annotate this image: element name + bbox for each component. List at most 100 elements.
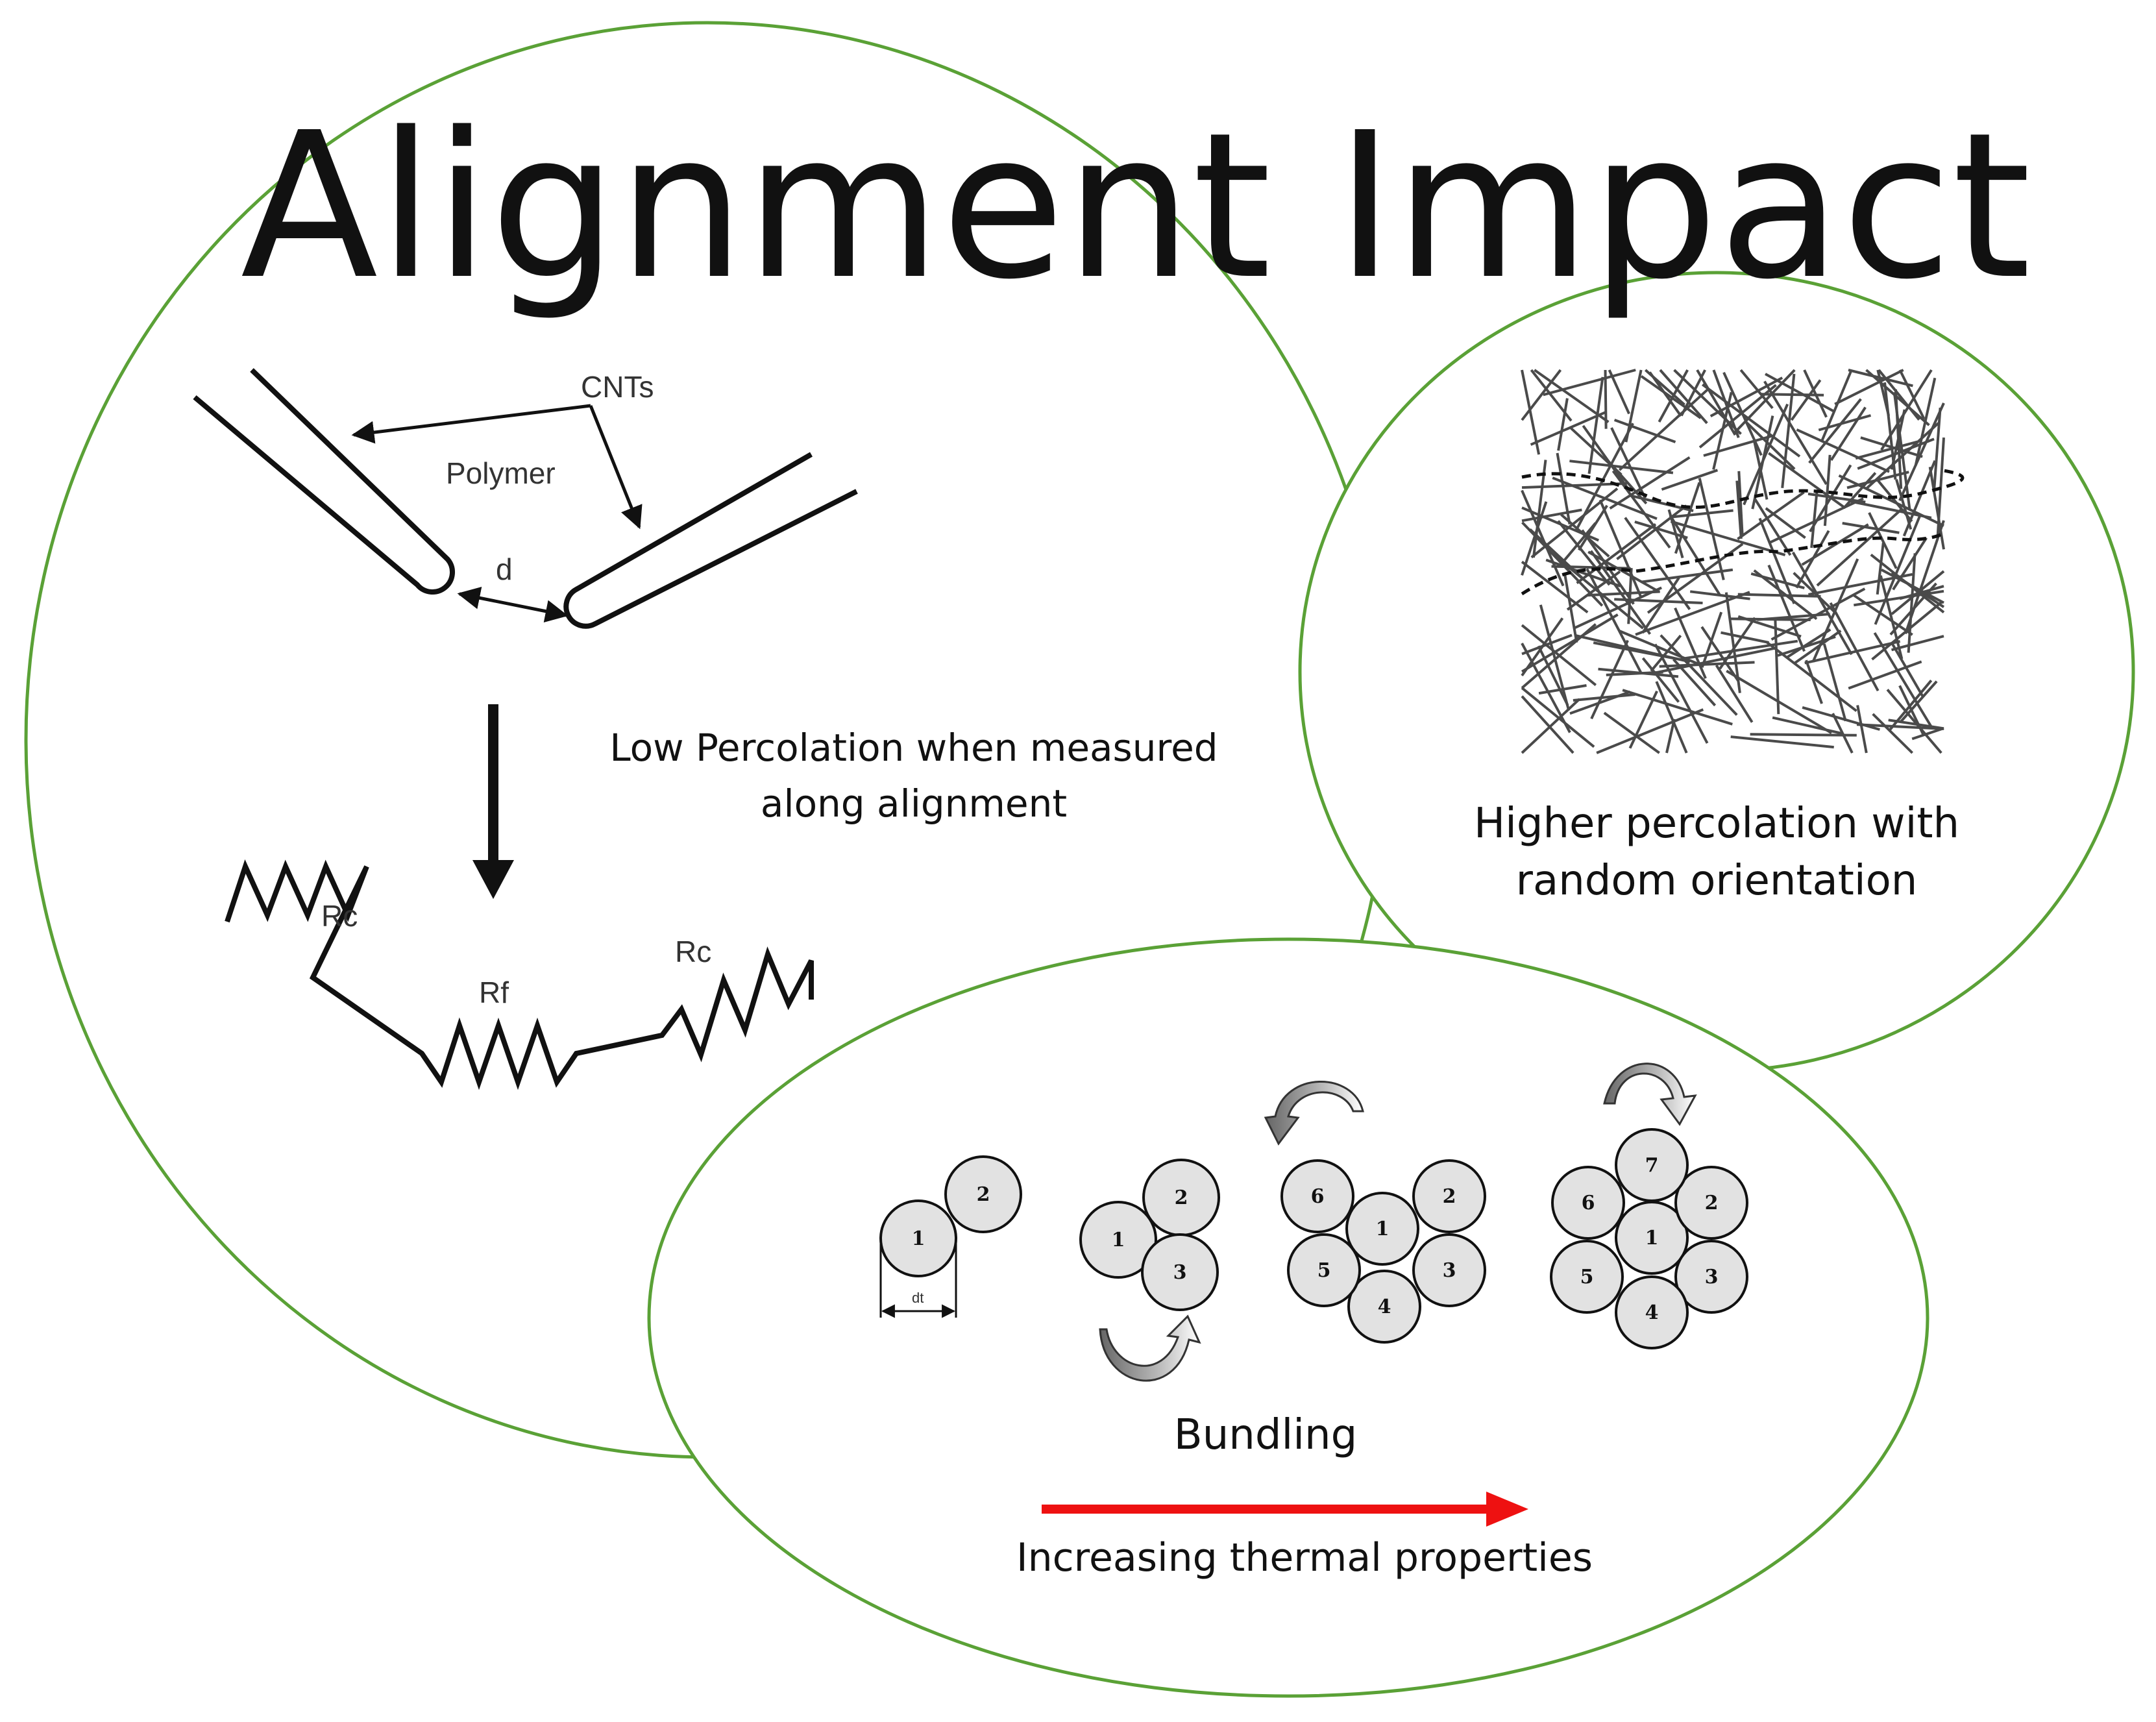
nanotube-number: 5 — [1580, 1266, 1594, 1288]
fiber-segment — [1521, 501, 1548, 576]
nanotube-number: 2 — [1705, 1192, 1719, 1214]
fiber-segment — [1539, 604, 1571, 711]
fiber-segment — [1598, 667, 1679, 678]
fiber-segment — [1822, 643, 1847, 722]
fiber-segment — [1730, 735, 1834, 749]
nanotube-number: 1 — [1376, 1218, 1390, 1240]
nanotube-circle — [1287, 1233, 1361, 1307]
bundle-stage2: 123 — [1079, 1159, 1220, 1311]
fiber-segment — [1590, 639, 1629, 720]
fiber-segment — [1737, 491, 1805, 541]
fiber-segment — [1842, 522, 1900, 534]
fiber-segment — [1891, 635, 1944, 652]
fiber-segment — [1865, 369, 1930, 426]
nanotube-circle — [944, 1155, 1022, 1233]
nanotube-number: 3 — [1705, 1266, 1719, 1288]
fiber-segment — [1543, 369, 1636, 397]
fiber-segment — [1868, 512, 1898, 569]
fiber-segment — [1703, 434, 1773, 457]
fiber-segment — [1880, 369, 1933, 451]
fiber-segment — [1521, 698, 1580, 754]
fiber-segment — [1521, 369, 1541, 455]
fiber-segment — [1709, 376, 1783, 417]
fiber-segment — [1521, 613, 1619, 673]
fiber-segment — [1634, 520, 1688, 539]
fiber-segment — [1659, 369, 1708, 424]
nanotube-circle — [1345, 1192, 1419, 1266]
fiber-segment — [1578, 504, 1608, 551]
cnt-tube-left — [193, 368, 455, 595]
fiber-segment — [1886, 689, 1942, 754]
fiber-segment — [1850, 500, 1932, 519]
fiber-segment — [1737, 471, 1744, 536]
fiber-segment — [1796, 428, 1890, 473]
fiber-segment — [1674, 482, 1701, 554]
fiber-segment — [1856, 723, 1944, 730]
resistor-network — [225, 859, 814, 1090]
fiber-segment — [1700, 611, 1723, 668]
fiber-segment — [1654, 643, 1709, 744]
fiber-segment — [1521, 643, 1571, 733]
fiber-segment — [1891, 571, 1945, 608]
cnts-pointer-left — [351, 404, 591, 444]
fiber-segment — [1530, 411, 1606, 446]
fiber-segment — [1521, 521, 1604, 607]
fiber-segment — [1879, 575, 1904, 659]
fiber-segment — [1715, 664, 1754, 723]
caption-thermal: Increasing thermal properties — [1016, 1535, 1593, 1581]
fiber-segment — [1654, 646, 1775, 674]
fiber-segment — [1876, 542, 1885, 595]
fiber-segment — [1609, 456, 1691, 510]
nanotube-circle — [1412, 1159, 1486, 1233]
nanotube-number: 3 — [1443, 1259, 1456, 1282]
fiber-segment — [1904, 520, 1945, 635]
caption-bundling: Bundling — [1174, 1411, 1357, 1459]
fiber-segment — [1721, 631, 1769, 644]
fiber-segment — [1759, 393, 1824, 397]
fiber-segment — [1624, 517, 1691, 610]
fiber-segment — [1521, 624, 1597, 687]
fiber-segment — [1786, 628, 1831, 659]
fiber-segment — [1563, 522, 1597, 562]
nanotube-circle — [1674, 1166, 1748, 1240]
fiber-segment — [1557, 398, 1569, 451]
fiber-segment — [1655, 681, 1688, 754]
fiber-segment — [1593, 641, 1685, 662]
bundling-ellipse — [647, 937, 1929, 1698]
fiber-segment — [1702, 383, 1801, 458]
nanotube-number: 6 — [1311, 1185, 1325, 1208]
nanotube-circle — [1615, 1128, 1689, 1202]
fiber-segment — [1853, 594, 1913, 636]
fiber-segment — [1932, 408, 1942, 492]
fiber-segment — [1665, 719, 1676, 754]
cnt-tube-right — [563, 452, 858, 629]
fiber-segment — [1557, 520, 1611, 586]
gap-d-label: d — [496, 552, 513, 586]
fiber-segment — [1641, 568, 1733, 584]
fiber-segment — [1735, 480, 1743, 539]
fiber-segment — [1891, 643, 1924, 697]
nanotube-number: 3 — [1173, 1261, 1187, 1284]
fiber-segment — [1521, 695, 1574, 754]
resistor-rc-right-label: Rc — [675, 935, 711, 968]
nanotube-circle — [1141, 1233, 1219, 1311]
fiber-segment — [1573, 693, 1635, 702]
fiber-segment — [1650, 634, 1682, 672]
nanotube-circle — [1615, 1275, 1689, 1349]
fiber-segment — [1569, 460, 1674, 474]
fiber-segment — [1874, 515, 1922, 625]
fiber-segment — [1883, 382, 1897, 480]
fiber-segment — [1830, 406, 1867, 461]
fiber-segment — [1698, 384, 1777, 449]
fiber-segment — [1888, 680, 1933, 732]
fiber-segment — [1754, 498, 1792, 556]
fiber-segment — [1576, 523, 1657, 585]
fiber-segment — [1671, 509, 1733, 519]
fiber-segment — [1596, 708, 1704, 754]
fiber-segment — [1873, 632, 1933, 730]
random-fiber-network — [1521, 369, 1965, 754]
fiber-segment — [1816, 508, 1903, 587]
fiber-segment — [1689, 590, 1750, 600]
polymer-label: Polymer — [446, 456, 556, 490]
fiber-segment — [1532, 460, 1547, 558]
